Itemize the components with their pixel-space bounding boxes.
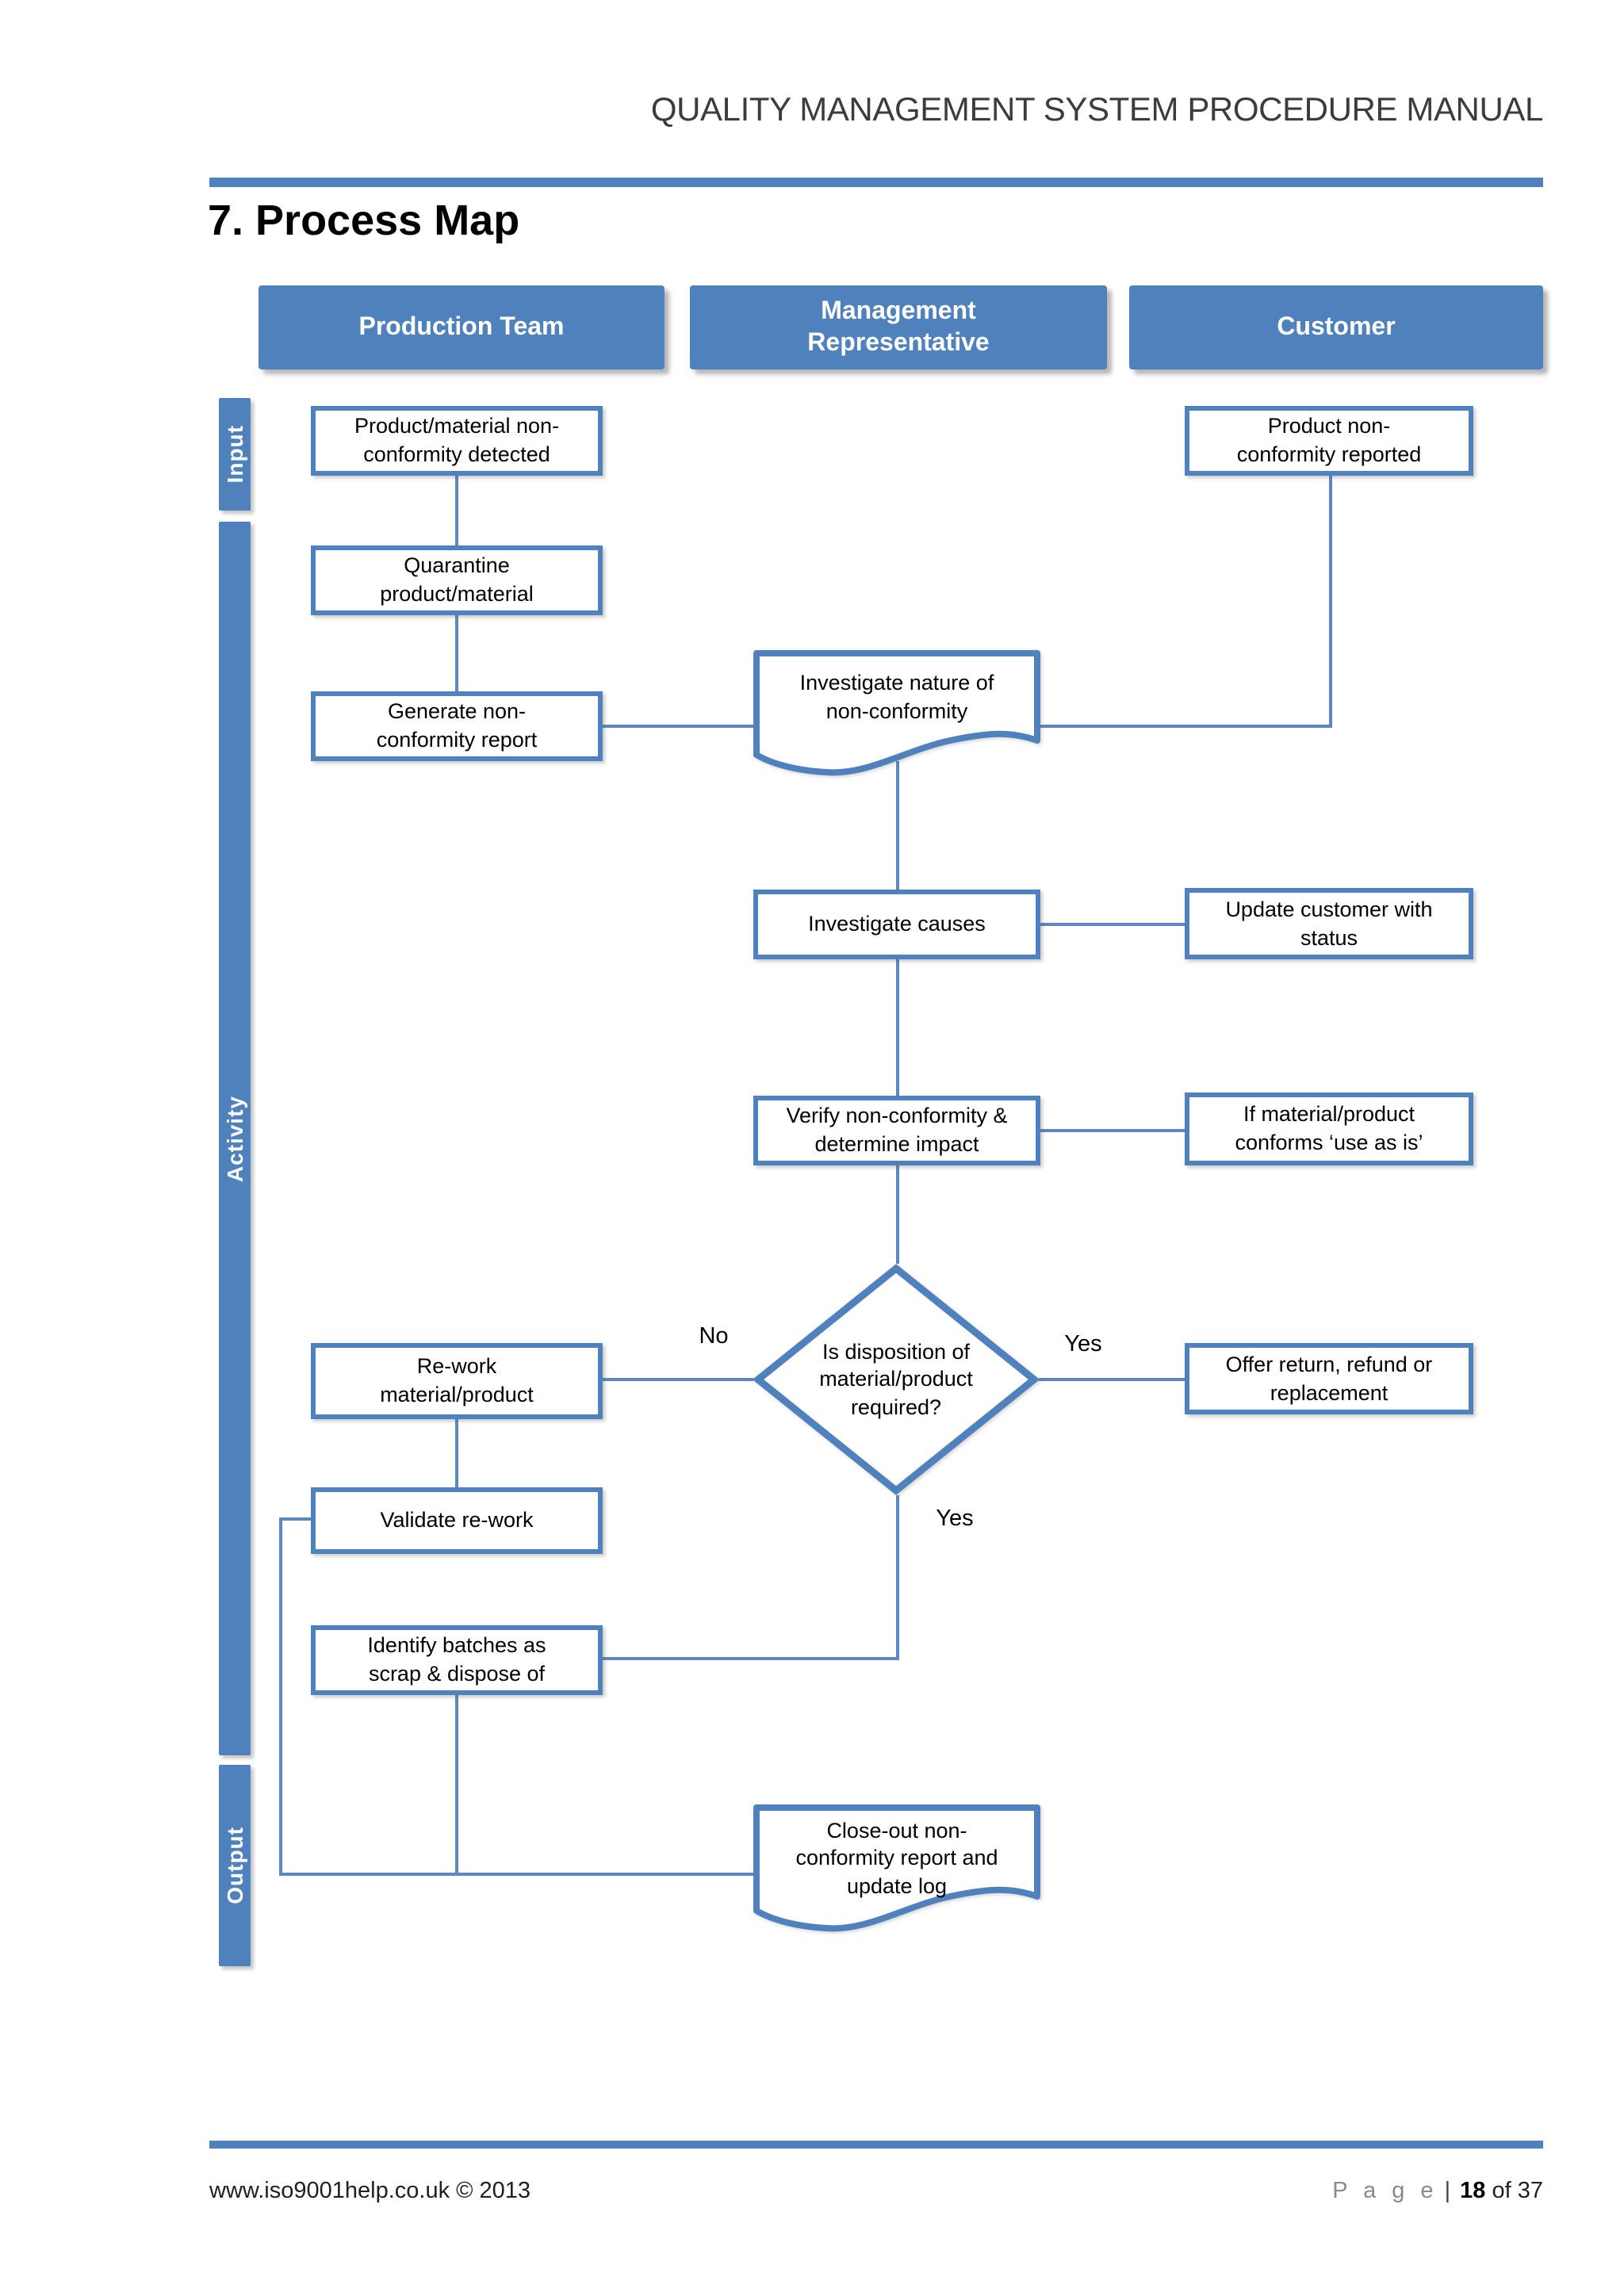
header-rule [209, 178, 1543, 187]
swimlane-header-management-representative: Management Representative [690, 285, 1107, 369]
edge-label-no: No [699, 1324, 729, 1349]
node-label: Quarantine product/material [380, 553, 534, 606]
connector-decision-no-to-rework [603, 1378, 753, 1381]
swimlane-row-activity: Activity [219, 522, 251, 1755]
connector-rework-to-validate [455, 1419, 458, 1487]
node-label: Generate non-conformity report [376, 699, 538, 752]
node-label: Update customer with status [1225, 897, 1433, 949]
node-generate-report: Generate non-conformity report [311, 691, 603, 761]
node-label: If material/product conforms ‘use as is’ [1235, 1102, 1423, 1154]
document-header-title: QUALITY MANAGEMENT SYSTEM PROCEDURE MANU… [650, 92, 1544, 128]
node-label: Validate re-work [380, 1508, 534, 1533]
node-label: Investigate causes [808, 912, 986, 936]
node-update-customer: Update customer with status [1185, 888, 1473, 959]
swimlane-row-input: Input [219, 398, 251, 511]
swimlane-header-label: Production Team [358, 313, 565, 340]
swimlane-header-customer: Customer [1129, 285, 1543, 369]
footer-site: www.iso9001help.co.uk © 2013 [209, 2179, 531, 2204]
connector-validate-stub [279, 1517, 311, 1521]
footer-separator: | [1444, 2179, 1451, 2204]
footer-page-total: of 37 [1492, 2179, 1544, 2204]
decision-diamond-shape [752, 1264, 1040, 1495]
node-investigate-causes: Investigate causes [753, 890, 1040, 959]
connector-causes-to-update-customer [1040, 923, 1185, 926]
connector-quarantine-to-generate [455, 615, 458, 691]
connector-decision-yes-down [896, 1495, 899, 1660]
node-rework: Re-work material/product [311, 1343, 603, 1419]
node-nc-reported: Product non-conformity reported [1185, 406, 1473, 476]
connector-verify-to-decision [896, 1165, 899, 1264]
connector-decision-yes-to-offer [1039, 1378, 1185, 1381]
node-label: Offer return, refund or replacement [1225, 1352, 1433, 1404]
connector-scrap-down [455, 1695, 458, 1876]
node-verify-impact: Verify non-conformity & determine impact [753, 1096, 1040, 1165]
connector-verify-to-use-as-is [1040, 1129, 1185, 1132]
swimlane-header-label: Management Representative [807, 297, 990, 356]
node-label: Identify batches as scrap & dispose of [367, 1633, 546, 1686]
connector-reported-down [1329, 476, 1332, 726]
swimlane-row-output: Output [219, 1765, 251, 1966]
document-shape-investigate-nature [753, 650, 1040, 776]
document-shape-closeout [753, 1804, 1040, 1932]
edge-label-yes: Yes [1064, 1332, 1102, 1357]
swimlane-header-production-team: Production Team [259, 285, 665, 369]
connector-causes-to-verify [896, 959, 899, 1096]
swimlane-header-label: Customer [1277, 313, 1396, 340]
node-label: Product/material non-conformity detected [354, 414, 560, 466]
swimlane-row-label: Input [222, 425, 247, 484]
node-offer-return: Offer return, refund or replacement [1185, 1343, 1473, 1414]
footer-rule [209, 2141, 1543, 2149]
node-scrap: Identify batches as scrap & dispose of [311, 1625, 603, 1695]
footer-pagination: P a g e| 18 of 37 [1332, 2179, 1543, 2204]
connector-to-closeout [279, 1873, 753, 1876]
connector-detected-to-quarantine [455, 476, 458, 545]
node-validate-rework: Validate re-work [311, 1487, 603, 1554]
connector-decision-to-scrap [603, 1657, 899, 1660]
node-label: Verify non-conformity & determine impact [786, 1104, 1008, 1156]
node-quarantine: Quarantine product/material [311, 545, 603, 615]
connector-generate-to-investigate-nature [603, 725, 753, 728]
node-nc-detected: Product/material non-conformity detected [311, 406, 603, 476]
footer-page-word: P a g e [1332, 2179, 1438, 2204]
section-title: 7. Process Map [208, 197, 520, 244]
node-label: Re-work material/product [380, 1354, 534, 1406]
node-use-as-is: If material/product conforms ‘use as is’ [1185, 1093, 1473, 1165]
swimlane-row-label: Output [222, 1827, 247, 1904]
footer-page-number: 18 [1460, 2179, 1486, 2204]
connector-validate-down [279, 1517, 282, 1876]
swimlane-row-label: Activity [222, 1095, 247, 1182]
connector-reported-to-investigate-nature [1040, 725, 1332, 728]
connector-nature-to-causes [896, 761, 899, 890]
edge-label-yes-down: Yes [936, 1506, 974, 1532]
node-label: Product non-conformity reported [1236, 414, 1422, 466]
